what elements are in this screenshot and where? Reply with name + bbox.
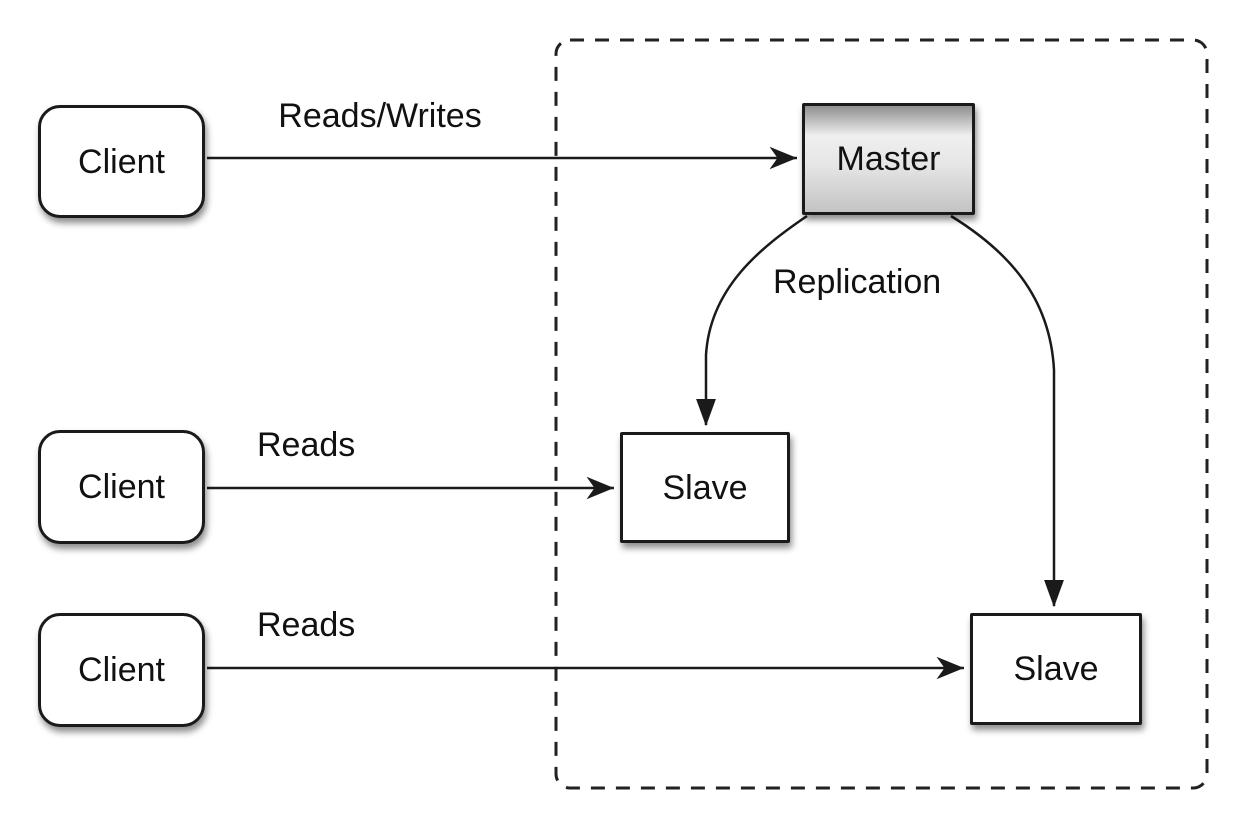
client-node-2: Client [38,430,205,544]
client-node-1-label: Client [78,142,165,181]
slave-node-2: Slave [970,613,1142,725]
arrow-replication-master-to-slave1 [696,214,808,427]
edge-label-replication: Replication [773,263,942,301]
slave-node-1: Slave [620,432,790,543]
slave-node-2-label: Slave [1013,650,1099,688]
client-node-3: Client [38,613,205,727]
slave-node-1-label: Slave [662,468,748,507]
master-node: Master [802,103,975,215]
arrow-replication-master-to-slave2 [950,214,1064,608]
client-node-2-label: Client [78,468,165,506]
client-node-1: Client [38,105,205,218]
edge-label-reads-writes: Reads/Writes [278,97,482,135]
master-node-label: Master [836,140,941,178]
edge-label-reads-bottom: Reads [257,606,356,644]
client-node-3-label: Client [78,651,165,689]
edge-label-reads-middle: Reads [257,426,356,464]
